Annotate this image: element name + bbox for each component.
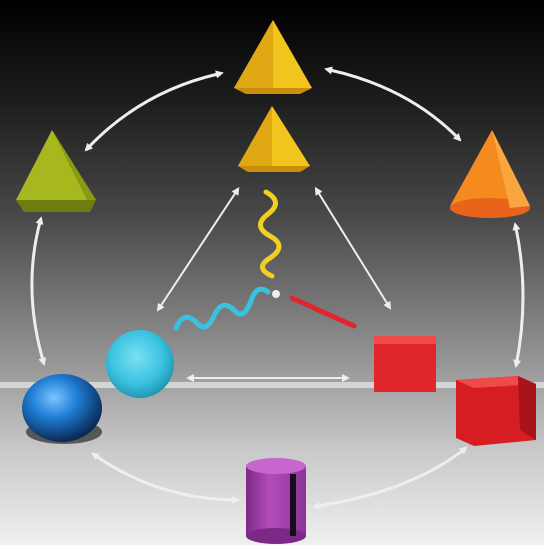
inner-cycle-arrows [156, 186, 392, 382]
arrow-inner-top-to-red [314, 186, 392, 310]
inner-cyan-sphere [106, 330, 174, 398]
bottom-purple-cylinder [246, 458, 306, 544]
arrow-top-to-left [84, 70, 224, 152]
arrow-cylinder-to-red-cube [312, 446, 468, 510]
top-yellow-pyramid-inner [238, 106, 310, 172]
bottom-border [0, 545, 544, 550]
left-green-pyramid [16, 130, 96, 212]
arrow-right-to-red-cube [512, 222, 525, 368]
center-point [272, 290, 280, 298]
arrow-blue-sphere-to-cylinder [91, 452, 240, 504]
horizon-line [0, 382, 544, 388]
red-line [289, 295, 357, 329]
yellow-squiggle [258, 189, 282, 279]
arrow-top-to-right [324, 66, 462, 142]
right-orange-cone [450, 130, 530, 218]
outer-cycle-arrows [30, 66, 525, 510]
inner-red-cube [374, 336, 436, 392]
outer-red-cube [456, 376, 536, 446]
outer-blue-sphere [22, 374, 102, 444]
cyan-squiggle [173, 286, 271, 331]
arrow-inner-top-to-cyan [156, 186, 240, 312]
top-yellow-pyramid-outer [234, 20, 312, 94]
arrow-left-to-blue-sphere [30, 216, 47, 366]
